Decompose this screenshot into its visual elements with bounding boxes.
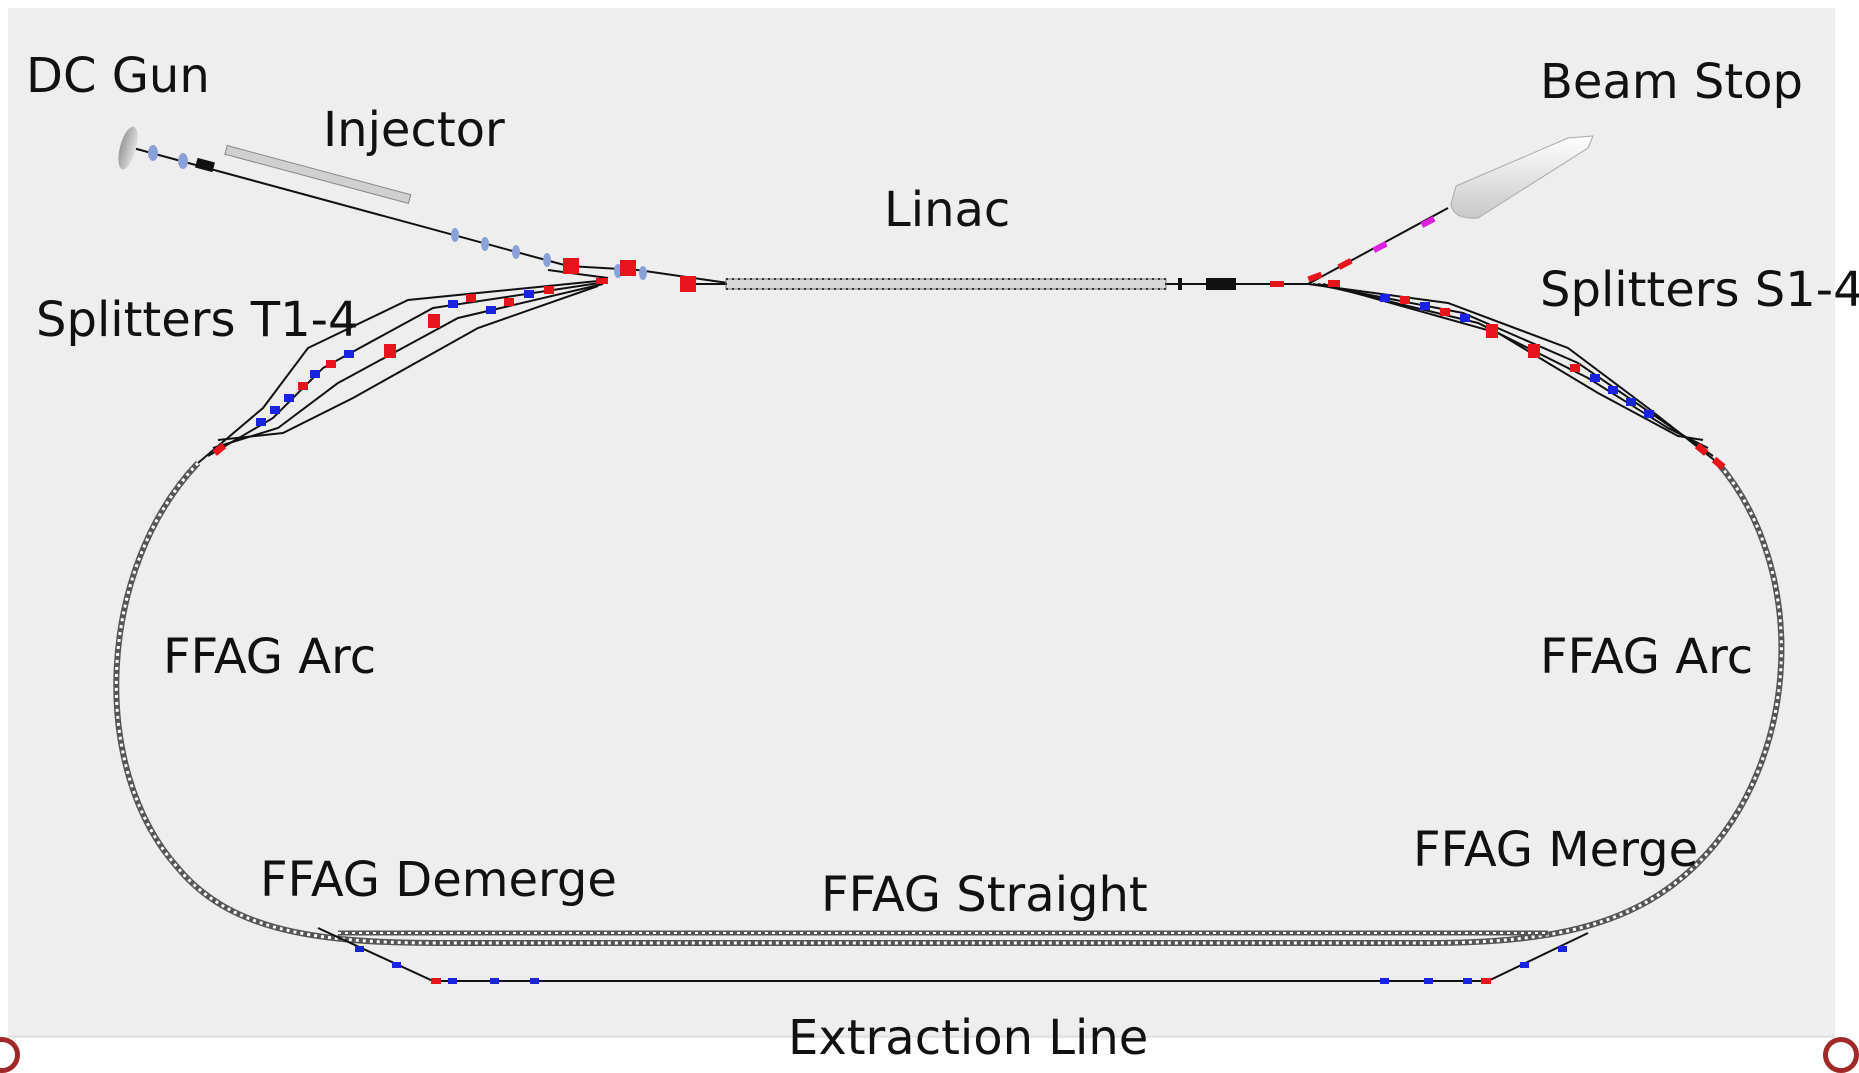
label-ffag-arc-left: FFAG Arc [163, 629, 376, 685]
extraction-line [317, 927, 1589, 984]
beam-stop [1450, 135, 1594, 219]
splitters-t-magnets [212, 278, 608, 456]
label-linac: Linac [884, 182, 1010, 238]
splitters-s [1307, 283, 1719, 464]
diagram-canvas: DC Gun Injector Linac Beam Stop Splitter… [8, 8, 1859, 1066]
beam-stop-line [1270, 207, 1449, 287]
label-splitters-s: Splitters S1-4 [1540, 262, 1859, 318]
dc-gun [118, 126, 138, 170]
label-dc-gun: DC Gun [26, 48, 210, 104]
label-extraction-line: Extraction Line [788, 1010, 1148, 1066]
corner-decoration-left [0, 1037, 20, 1073]
label-ffag-demerge: FFAG Demerge [260, 852, 617, 908]
corner-decoration-right [1823, 1037, 1859, 1073]
linac [696, 278, 1308, 290]
splitters-s-magnets [1328, 280, 1726, 470]
accelerator-layout: DC Gun Injector Linac Beam Stop Splitter… [26, 48, 1859, 1066]
ffag-ring [113, 460, 1785, 946]
label-ffag-merge: FFAG Merge [1413, 822, 1698, 878]
label-injector: Injector [323, 102, 505, 158]
label-ffag-straight: FFAG Straight [821, 867, 1148, 923]
injector-beamline [132, 144, 729, 292]
label-splitters-t: Splitters T1-4 [36, 292, 359, 348]
splitters-t [197, 279, 609, 464]
label-ffag-arc-right: FFAG Arc [1540, 629, 1753, 685]
label-beam-stop: Beam Stop [1540, 54, 1803, 110]
